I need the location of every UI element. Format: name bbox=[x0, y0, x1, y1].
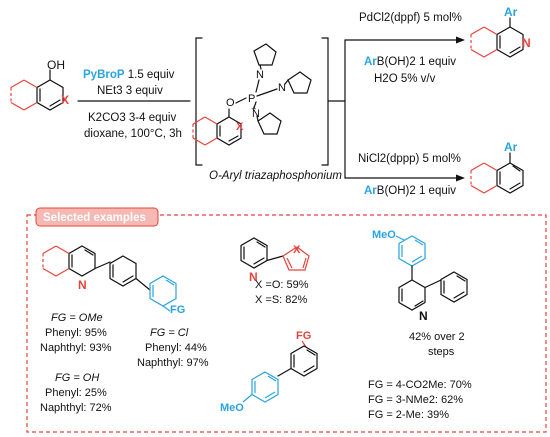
ex1-naphthyl-oh: Naphthyl: 72% bbox=[40, 402, 112, 414]
examples-border bbox=[26, 214, 547, 433]
oh-group: OH bbox=[47, 58, 65, 72]
solvent-conditions: dioxane, 100°C, 3h bbox=[84, 128, 182, 140]
product-ni: Ar bbox=[470, 140, 524, 194]
pd-boronic-acid: ArB(OH)2 1 equiv bbox=[364, 56, 456, 68]
reagent-pybrop: PyBroP 1.5 equiv bbox=[83, 69, 175, 81]
intermediate-structure: N N N P + O X O-Aryl triazaphosphonium bbox=[192, 37, 342, 182]
ex1-phenyl-oh: Phenyl: 25% bbox=[45, 387, 107, 399]
o-atom: O bbox=[226, 97, 235, 109]
ex1-fg-oh: FG = OH bbox=[55, 372, 99, 384]
ar-group-pd: Ar bbox=[504, 5, 518, 19]
ex1-phenyl-cl: Phenyl: 44% bbox=[145, 342, 207, 354]
x-atom: X bbox=[61, 93, 69, 107]
example1-yields: FG = OMe Phenyl: 95% Naphthyl: 93% FG = … bbox=[40, 312, 209, 414]
n-atom-right: N bbox=[278, 82, 286, 94]
ex3-yield-line2: steps bbox=[428, 346, 455, 358]
n-atom-ex2: N bbox=[249, 270, 258, 284]
n-atom-pd: N bbox=[522, 36, 531, 50]
n-atom-top: N bbox=[256, 69, 264, 81]
pd-water: H2O 5% v/v bbox=[374, 73, 436, 85]
pd-catalyst: PdCl2(dppf) 5 mol% bbox=[359, 12, 462, 24]
example4-structure: FG MeO FG = 4-CO2Me: 70% FG = 3-NMe2: 62… bbox=[220, 330, 472, 421]
example2-structure: N X X =O: 59% X =S: 82% bbox=[240, 237, 310, 306]
product-pd: Ar N bbox=[470, 5, 531, 58]
ex1-fg-ome: FG = OMe bbox=[51, 312, 103, 324]
x-atom-ex2: X bbox=[293, 244, 301, 256]
ni-boronic-acid: ArB(OH)2 1 equiv bbox=[364, 185, 456, 197]
ex3-yield-line1: 42% over 2 bbox=[409, 331, 465, 343]
p-atom: P bbox=[248, 93, 255, 105]
intermediate-label: O-Aryl triazaphosphonium bbox=[209, 170, 342, 182]
meo-group-ex4: MeO bbox=[220, 402, 244, 414]
ni-catalyst: NiCl2(dppp) 5 mol% bbox=[358, 153, 461, 165]
ex1-naphthyl-cl: Naphthyl: 97% bbox=[137, 357, 209, 369]
example3-structure: MeO N 42% over 2 steps bbox=[372, 229, 468, 358]
selected-examples-box: Selected examples bbox=[26, 207, 547, 433]
ni-conditions: NiCl2(dppp) 5 mol% ArB(OH)2 1 equiv bbox=[358, 153, 461, 197]
ar-group-ni: Ar bbox=[504, 140, 518, 154]
n-atom-bottom: N bbox=[252, 108, 260, 120]
branch-arrows bbox=[327, 36, 465, 182]
x-atom-intermediate: X bbox=[236, 121, 244, 133]
examples-header: Selected examples bbox=[43, 212, 146, 224]
n-atom-ex1: N bbox=[78, 278, 87, 292]
ex4-yield-line3: FG = 2-Me: 39% bbox=[368, 409, 449, 421]
ex4-yield-line2: FG = 3-NMe2: 62% bbox=[368, 394, 463, 406]
reagent-net3: NEt3 3 equiv bbox=[97, 85, 163, 97]
n-atom-ex3: N bbox=[419, 309, 428, 323]
reagent-k2co3: K2CO3 3-4 equiv bbox=[88, 112, 176, 124]
ex1-naphthyl-ome: Naphthyl: 93% bbox=[40, 342, 112, 354]
ex1-fg-cl: FG = Cl bbox=[150, 327, 189, 339]
step1-conditions: PyBroP 1.5 equiv NEt3 3 equiv K2CO3 3-4 … bbox=[77, 69, 191, 140]
starting-material: OH X bbox=[10, 58, 69, 111]
examples-header-badge bbox=[35, 207, 159, 227]
p-charge: + bbox=[251, 104, 256, 114]
example1-structure: N FG bbox=[42, 245, 185, 316]
ex1-phenyl-ome: Phenyl: 95% bbox=[45, 327, 107, 339]
ex2-yield-o: X =O: 59% bbox=[255, 279, 309, 291]
ex2-yield-s: X =S: 82% bbox=[255, 294, 308, 306]
fg-group-ex1: FG bbox=[170, 304, 185, 316]
fg-group-ex4: FG bbox=[296, 330, 311, 342]
meo-group-ex3: MeO bbox=[372, 229, 396, 241]
pd-conditions: PdCl2(dppf) 5 mol% ArB(OH)2 1 equiv H2O … bbox=[359, 12, 462, 85]
ex4-yield-line1: FG = 4-CO2Me: 70% bbox=[368, 379, 472, 391]
